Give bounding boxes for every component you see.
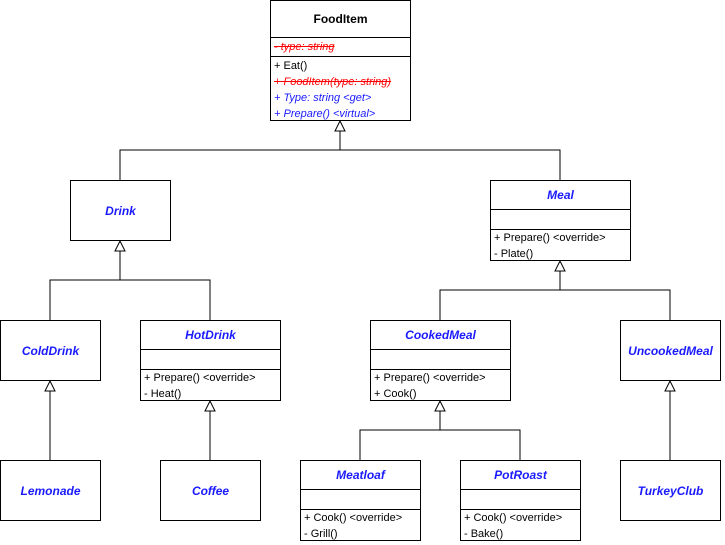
methods-section: + Prepare() <override> - Heat() <box>141 369 280 402</box>
class-colddrink[interactable]: ColdDrink <box>0 320 101 381</box>
inheritance-arrowhead <box>114 239 126 252</box>
class-uncookedmeal[interactable]: UncookedMeal <box>620 320 721 381</box>
inheritance-arrowhead <box>554 259 566 272</box>
class-name: Coffee <box>191 483 230 498</box>
fields-section <box>301 489 420 509</box>
class-meatloaf[interactable]: Meatloaf + Cook() <override> - Grill() <box>300 460 421 541</box>
method-prepare: + Prepare() <virtual> <box>274 108 376 120</box>
inheritance-arrowhead <box>434 399 446 412</box>
method-grill: - Grill() <box>304 528 338 540</box>
class-name: HotDrink <box>185 328 236 342</box>
class-name: CookedMeal <box>405 328 476 342</box>
method-prepare: + Prepare() <override> <box>144 372 256 384</box>
connector-cookedmeal-children <box>359 429 521 460</box>
class-meal[interactable]: Meal + Prepare() <override> - Plate() <box>490 180 631 261</box>
class-coffee[interactable]: Coffee <box>160 460 261 521</box>
class-name: Drink <box>105 203 136 218</box>
class-name: TurkeyClub <box>637 483 704 498</box>
class-name: Meal <box>547 188 574 202</box>
inheritance-arrowhead <box>44 379 56 392</box>
connector-fooditem-children <box>119 149 561 180</box>
class-name: Lemonade <box>20 483 81 498</box>
fields-section: - type: string <box>271 37 410 56</box>
fields-section <box>141 349 280 369</box>
method-type-getter: + Type: string <get> <box>274 92 372 104</box>
connector-drink-children <box>49 279 211 320</box>
fields-section <box>461 489 580 509</box>
methods-section: + Prepare() <override> + Cook() <box>371 369 510 402</box>
class-potroast[interactable]: PotRoast + Cook() <override> - Bake() <box>460 460 581 541</box>
method-prepare: + Prepare() <override> <box>374 372 486 384</box>
class-name: ColdDrink <box>21 343 80 358</box>
class-name: Meatloaf <box>336 468 385 482</box>
method-cook: + Cook() <box>374 388 417 400</box>
method-eat: + Eat() <box>274 60 308 72</box>
inheritance-arrowhead <box>334 119 346 132</box>
methods-section: + Cook() <override> - Bake() <box>461 509 580 542</box>
method-heat: - Heat() <box>144 388 182 400</box>
class-fooditem[interactable]: FoodItem - type: string + Eat() + FoodIt… <box>270 0 411 121</box>
class-hotdrink[interactable]: HotDrink + Prepare() <override> - Heat() <box>140 320 281 401</box>
methods-section: + Prepare() <override> - Plate() <box>491 229 630 262</box>
method-prepare: + Prepare() <override> <box>494 232 606 244</box>
class-drink[interactable]: Drink <box>70 180 171 241</box>
methods-section: + Cook() <override> - Grill() <box>301 509 420 542</box>
method-plate: - Plate() <box>494 248 534 260</box>
class-name: UncookedMeal <box>628 343 713 358</box>
class-lemonade[interactable]: Lemonade <box>0 460 101 521</box>
field-type: - type: string <box>274 41 335 53</box>
method-cook: + Cook() <override> <box>464 512 563 524</box>
fields-section <box>491 209 630 229</box>
class-turkeyclub[interactable]: TurkeyClub <box>620 460 721 521</box>
class-name: PotRoast <box>494 468 547 482</box>
class-cookedmeal[interactable]: CookedMeal + Prepare() <override> + Cook… <box>370 320 511 401</box>
class-name: FoodItem <box>313 12 368 26</box>
method-cook: + Cook() <override> <box>304 512 403 524</box>
method-bake: - Bake() <box>464 528 504 540</box>
method-constructor: + FoodItem(type: string) <box>274 76 392 88</box>
methods-section: + Eat() + FoodItem(type: string) + Type:… <box>271 56 410 122</box>
fields-section <box>371 349 510 369</box>
inheritance-arrowhead <box>204 399 216 412</box>
inheritance-arrowhead <box>664 379 676 392</box>
connector-meal-children <box>439 289 671 320</box>
